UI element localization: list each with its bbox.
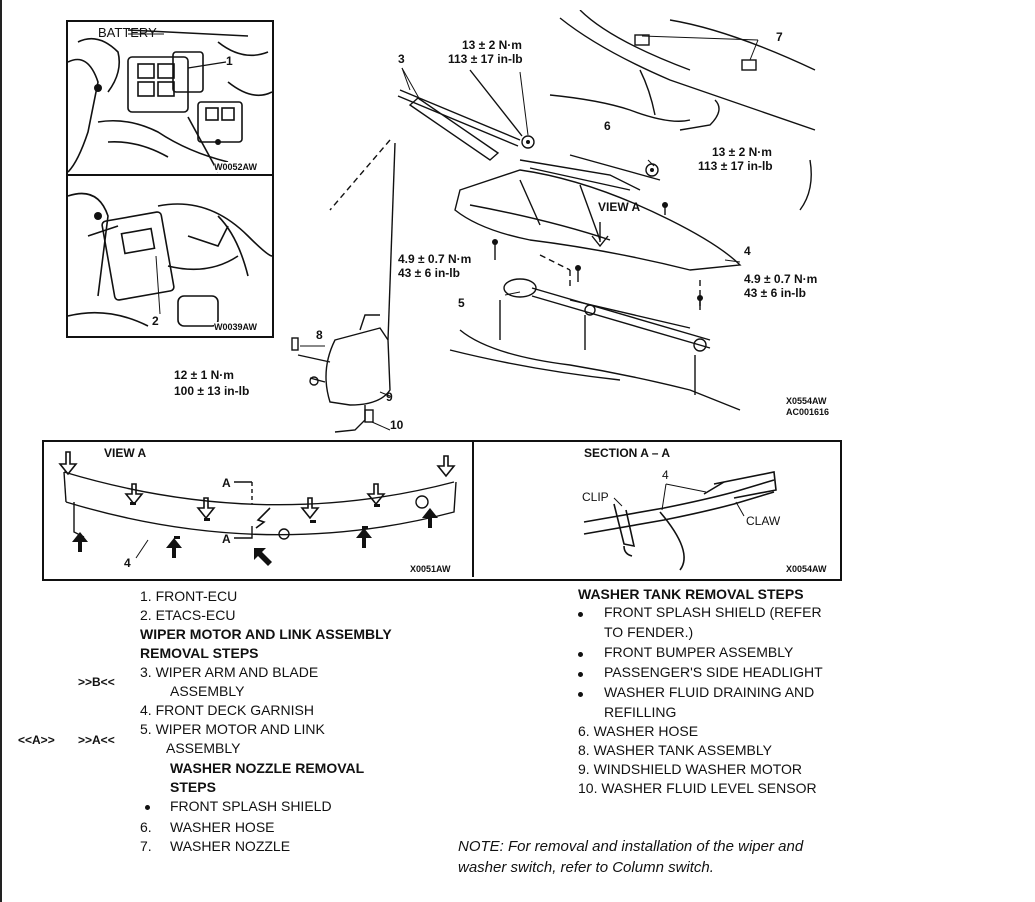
wiper-removal-heading-1: WIPER MOTOR AND LINK ASSEMBLY: [140, 626, 392, 642]
battery-label: BATTERY: [98, 25, 157, 40]
section-a-a-title: SECTION A – A: [584, 446, 671, 460]
right-item-10: 10. WASHER FLUID LEVEL SENSOR: [578, 780, 817, 796]
view-a-diagram: [58, 451, 457, 566]
list-item-5-mark-2: >>A<<: [78, 733, 115, 747]
callout-6: 6: [604, 119, 611, 133]
detail-panel-divider: [472, 442, 474, 577]
torque-left-inlb: 43 ± 6 in-lb: [398, 266, 460, 280]
right-bullet-1b: TO FENDER.): [604, 624, 694, 640]
torque-right-inlb: 113 ± 17 in-lb: [698, 159, 773, 173]
callout-9: 8: [316, 328, 323, 342]
list-item-6: WASHER HOSE: [170, 819, 275, 835]
list-item-3b: ASSEMBLY: [170, 683, 245, 699]
list-item-1: 1. FRONT-ECU: [140, 588, 238, 604]
right-bullet-2: FRONT BUMPER ASSEMBLY: [604, 644, 794, 660]
note-line-2: washer switch, refer to Column switch.: [458, 859, 714, 876]
callout-1: 1: [226, 54, 233, 68]
list-item-2: 2. ETACS-ECU: [140, 607, 236, 623]
view-a-title: VIEW A: [104, 446, 147, 460]
exploded-code-2: AC001616: [786, 407, 830, 417]
view-a-callout-4: 4: [124, 556, 131, 570]
right-bullet-4b: REFILLING: [604, 704, 677, 720]
right-bullet-4a: WASHER FLUID DRAINING AND: [604, 684, 815, 700]
exploded-code-1: X0554AW: [786, 396, 827, 406]
section-marker-a-bottom: A: [222, 532, 231, 546]
list-item-5b: ASSEMBLY: [166, 740, 241, 756]
note-line-1: NOTE: For removal and installation of th…: [458, 838, 804, 855]
photo-etacs-illustration: [68, 192, 272, 327]
list-item-6-num: 6.: [140, 819, 152, 835]
callout-4: 4: [744, 244, 751, 258]
torque-tank-nm: 12 ± 1 N·m: [174, 368, 234, 382]
list-item-5a: 5. WIPER MOTOR AND LINK: [140, 721, 325, 737]
callout-5: 5: [458, 296, 465, 310]
torque-top-inlb: 113 ± 17 in-lb: [448, 52, 523, 66]
bullet-2: [578, 652, 583, 657]
section-code: X0054AW: [786, 564, 827, 574]
page-left-border: [0, 0, 2, 902]
torque-rightlow-nm: 4.9 ± 0.7 N·m: [744, 272, 818, 286]
bullet-splash-shield: [145, 805, 150, 810]
list-item-3a: 3. WIPER ARM AND BLADE: [140, 664, 319, 680]
view-a-label: VIEW A: [598, 200, 641, 214]
clip-label: CLIP: [582, 490, 609, 504]
bullet-3: [578, 672, 583, 677]
list-item-4: 4. FRONT DECK GARNISH: [140, 702, 314, 718]
list-item-7: WASHER NOZZLE: [170, 838, 291, 854]
callout-10: 10: [390, 418, 404, 432]
callout-3: 3: [398, 52, 405, 66]
torque-rightlow-inlb: 43 ± 6 in-lb: [744, 286, 806, 300]
callout-7: 7: [776, 30, 783, 44]
photo-bottom-code: W0039AW: [214, 322, 258, 332]
list-item-7-num: 7.: [140, 838, 152, 854]
view-a-code: X0051AW: [410, 564, 451, 574]
wiper-exploded-diagram: [291, 10, 816, 433]
right-item-6: 6. WASHER HOSE: [578, 723, 699, 739]
section-a-a-diagram: [583, 471, 777, 571]
list-bullet-splash-shield: FRONT SPLASH SHIELD: [170, 798, 332, 814]
list-item-3-mark: >>B<<: [78, 675, 115, 689]
photo-etacs-ecu: [66, 174, 274, 338]
right-item-9: 9. WINDSHIELD WASHER MOTOR: [578, 761, 803, 777]
bullet-1: [578, 612, 583, 617]
list-item-5-mark-1: <<A>>: [18, 733, 55, 747]
torque-tank-inlb: 100 ± 13 in-lb: [174, 384, 250, 398]
photo-front-ecu: [66, 20, 274, 180]
nozzle-removal-heading-2: STEPS: [170, 779, 216, 795]
callout-2: 2: [152, 314, 159, 328]
right-item-8: 8. WASHER TANK ASSEMBLY: [578, 742, 772, 758]
torque-right-nm: 13 ± 2 N·m: [712, 145, 772, 159]
right-bullet-3: PASSENGER'S SIDE HEADLIGHT: [604, 664, 823, 680]
wiper-removal-heading-2: REMOVAL STEPS: [140, 645, 259, 661]
right-bullet-1a: FRONT SPLASH SHIELD (REFER: [604, 604, 822, 620]
callout-8: 9: [386, 390, 393, 404]
claw-label: CLAW: [746, 514, 781, 528]
photo-top-code: W0052AW: [214, 162, 258, 172]
washer-tank-heading: WASHER TANK REMOVAL STEPS: [578, 586, 804, 602]
bullet-4: [578, 692, 583, 697]
nozzle-removal-heading-1: WASHER NOZZLE REMOVAL: [170, 760, 365, 776]
section-callout-4: 4: [662, 468, 669, 482]
torque-top-nm: 13 ± 2 N·m: [462, 38, 522, 52]
photo-front-ecu-illustration: [68, 29, 272, 173]
torque-left-nm: 4.9 ± 0.7 N·m: [398, 252, 472, 266]
section-marker-a-top: A: [222, 476, 231, 490]
